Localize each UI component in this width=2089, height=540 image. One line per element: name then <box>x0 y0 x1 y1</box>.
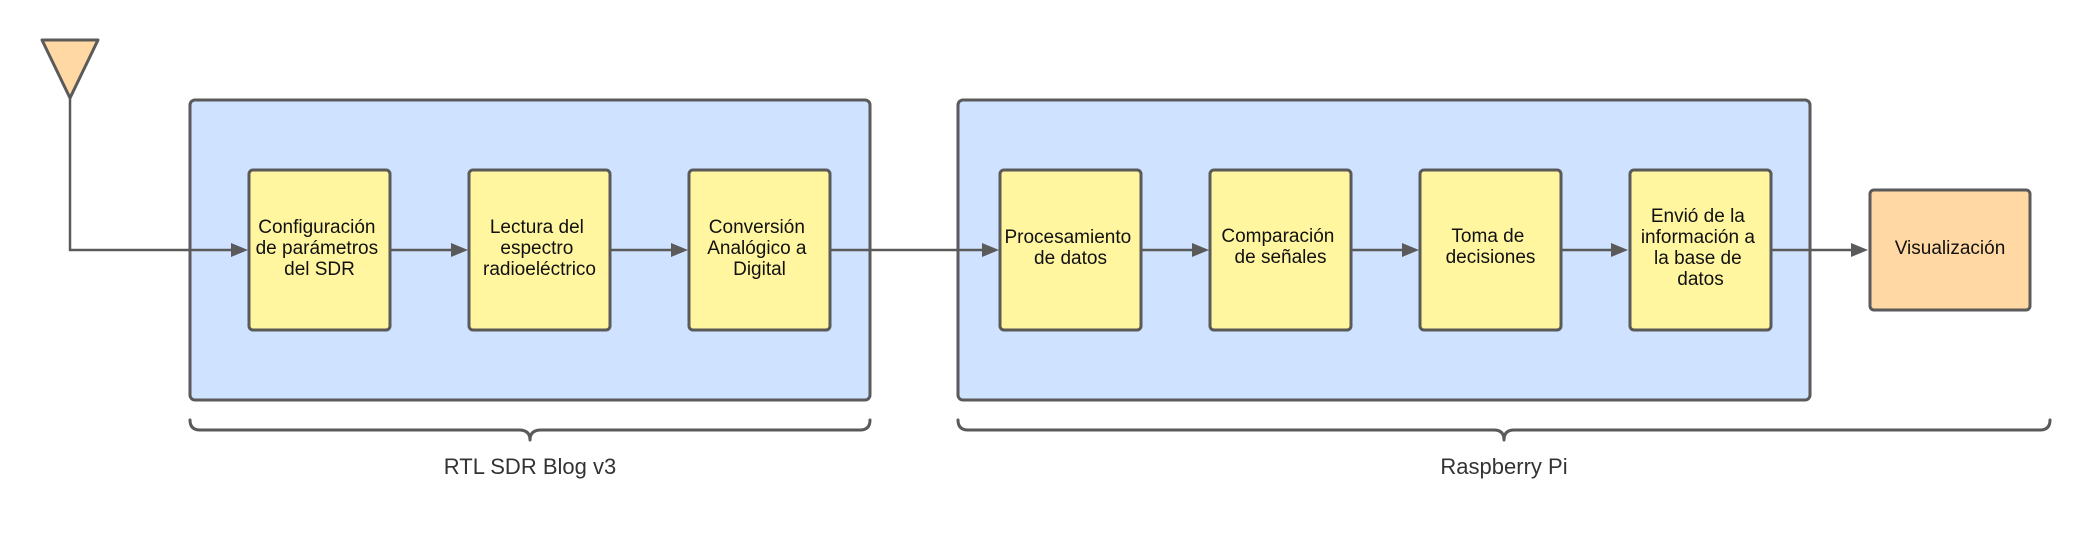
group-label-rtl-sdr: RTL SDR Blog v3 <box>444 454 616 479</box>
step-box <box>1208 168 1353 332</box>
output-label-line: Visualización <box>1895 238 2006 259</box>
step-label-line: Lectura del <box>490 217 584 238</box>
step-label-line: Configuración <box>258 217 375 238</box>
arrowhead <box>1851 243 1868 257</box>
step-label-line: Envió de la <box>1651 206 1745 227</box>
step-label-line: datos <box>1677 269 1723 290</box>
arrowhead <box>1611 243 1628 257</box>
step-label-line: Comparación <box>1221 226 1334 247</box>
step-label: Comparación de señales <box>1221 226 1339 268</box>
step-box <box>467 168 612 332</box>
step-label-line: de datos <box>1034 248 1107 269</box>
step-comparacion: Comparación de señales <box>1208 168 1353 332</box>
step-label-line: Digital <box>733 259 786 280</box>
brace-raspberry-pi <box>956 418 2052 442</box>
arrowhead <box>231 243 248 257</box>
step-label-line: del SDR <box>284 259 355 280</box>
step-label: Procesamiento de datos <box>1004 227 1136 269</box>
arrowhead <box>982 243 999 257</box>
arrowhead <box>671 243 688 257</box>
step-label-line: de señales <box>1235 247 1327 268</box>
antenna-icon <box>40 38 100 100</box>
step-conversion: Conversión Analógico a Digital <box>687 168 832 332</box>
output-label: Visualización <box>1895 238 2006 259</box>
output-visualizacion: Visualización <box>1868 188 2032 312</box>
connectors <box>68 98 1868 257</box>
step-lectura: Lectura del espectro radioeléctrico <box>467 168 612 332</box>
step-label-line: la base de <box>1654 248 1742 269</box>
group-label-raspberry-pi: Raspberry Pi <box>1440 454 1567 479</box>
step-box <box>1418 168 1563 332</box>
step-label: Lectura del espectro radioeléctrico <box>483 217 596 280</box>
step-label-line: Procesamiento <box>1004 227 1131 248</box>
step-label: Configuración de parámetros del SDR <box>256 217 384 280</box>
step-procesamiento: Procesamiento de datos <box>998 168 1143 332</box>
brace-rtl-sdr <box>188 418 872 442</box>
arrowhead <box>1192 243 1209 257</box>
step-label-line: información a <box>1641 227 1755 248</box>
step-box <box>247 168 392 332</box>
step-box <box>1628 168 1773 332</box>
step-label-line: Conversión <box>709 217 805 238</box>
step-label-line: decisiones <box>1446 247 1536 268</box>
antenna-line <box>68 98 232 252</box>
step-label-line: espectro <box>500 238 573 259</box>
step-label-line: Analógico a <box>707 238 807 259</box>
arrowhead <box>1402 243 1419 257</box>
step-box <box>998 168 1143 332</box>
step-label: Envió de la información a la base de dat… <box>1641 206 1760 290</box>
step-label: Toma de decisiones <box>1446 226 1536 268</box>
step-label-line: radioeléctrico <box>483 259 596 280</box>
step-label-line: Toma de <box>1451 226 1524 247</box>
output-box <box>1868 188 2032 312</box>
step-envio: Envió de la información a la base de dat… <box>1628 168 1773 332</box>
step-box <box>687 168 832 332</box>
step-toma-decisiones: Toma de decisiones <box>1418 168 1563 332</box>
step-label: Conversión Analógico a Digital <box>707 217 812 280</box>
step-configuracion: Configuración de parámetros del SDR <box>247 168 392 332</box>
arrowhead <box>451 243 468 257</box>
step-label-line: de parámetros <box>256 238 379 259</box>
